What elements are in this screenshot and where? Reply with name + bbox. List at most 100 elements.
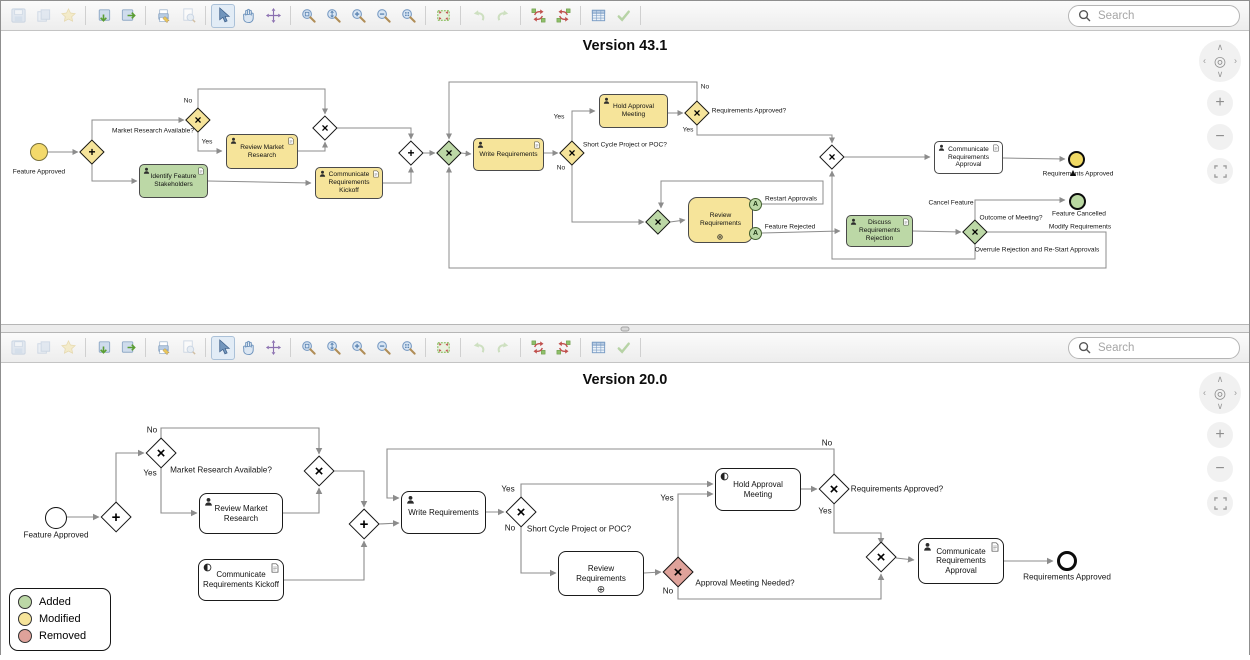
favorites-button[interactable]: [56, 336, 80, 360]
pan-tool-button[interactable]: [236, 336, 260, 360]
zoom-in-tool-button[interactable]: [346, 336, 370, 360]
gateway-short-cycle[interactable]: ×: [505, 496, 537, 528]
task-write-requirements[interactable]: Write Requirements: [401, 491, 486, 534]
table-view-button[interactable]: [586, 336, 610, 360]
subprocess-review-requirements[interactable]: Review Requirements: [688, 197, 753, 243]
start-event-feature-approved[interactable]: [30, 143, 48, 161]
gateway-market-research-available[interactable]: ×: [145, 437, 177, 469]
fit-screen-button[interactable]: [1207, 158, 1233, 184]
zoom-region-button[interactable]: [296, 336, 320, 360]
task-write-requirements[interactable]: Write Requirements: [473, 138, 544, 171]
parallel-gateway-join[interactable]: +: [348, 508, 380, 540]
task-hold-approval-meeting[interactable]: Hold Approval Meeting: [599, 94, 668, 128]
search-input[interactable]: [1096, 8, 1230, 23]
gateway-market-research-available[interactable]: ×: [185, 107, 211, 133]
print-preview-button[interactable]: [176, 336, 200, 360]
diagram-canvas-top[interactable]: Version 43.1: [1, 31, 1249, 324]
import-button[interactable]: [91, 4, 115, 28]
end-event-requirements-approved[interactable]: [1068, 151, 1085, 176]
parallel-gateway-join[interactable]: +: [398, 140, 424, 166]
boundary-event-restart-approvals[interactable]: A: [749, 198, 762, 211]
zoom-fit-height-button[interactable]: [321, 336, 345, 360]
zoom-in-canvas-button[interactable]: +: [1207, 90, 1233, 116]
print-preview-button[interactable]: [176, 4, 200, 28]
gateway-review-merge[interactable]: ×: [645, 209, 671, 235]
move-tool-button[interactable]: [261, 336, 285, 360]
task-communicate-requirements-kickoff[interactable]: Communicate Requirements Kickoff: [198, 559, 284, 601]
gateway-market-merge[interactable]: ×: [312, 115, 338, 141]
boundary-event-feature-rejected[interactable]: A: [749, 227, 762, 240]
search-box[interactable]: [1068, 4, 1240, 27]
zoom-in-canvas-button[interactable]: +: [1207, 422, 1233, 448]
save-button[interactable]: [6, 4, 30, 28]
export-button[interactable]: [116, 4, 140, 28]
copy-button[interactable]: [31, 4, 55, 28]
end-event-feature-cancelled[interactable]: [1069, 193, 1086, 210]
gateway-market-merge[interactable]: ×: [303, 455, 335, 487]
pan-down-icon[interactable]: ∨: [1216, 69, 1224, 79]
task-review-market-research[interactable]: Review Market Research: [226, 134, 298, 169]
parallel-gateway-split[interactable]: +: [79, 139, 105, 165]
gateway-requirements-approved[interactable]: ×: [684, 100, 710, 126]
undo-button[interactable]: [466, 336, 490, 360]
undo-button[interactable]: [466, 4, 490, 28]
zoom-out-tool-button[interactable]: [371, 336, 395, 360]
search-input[interactable]: [1096, 340, 1230, 355]
export-button[interactable]: [116, 336, 140, 360]
task-identify-feature-stakeholders[interactable]: Identify Feature Stakeholders: [139, 164, 208, 198]
redo-button[interactable]: [491, 336, 515, 360]
redo-button[interactable]: [491, 4, 515, 28]
search-box[interactable]: [1068, 336, 1240, 359]
copy-button[interactable]: [31, 336, 55, 360]
zoom-out-tool-button[interactable]: [371, 4, 395, 28]
pan-left-icon[interactable]: ‹: [1203, 387, 1206, 398]
table-view-button[interactable]: [586, 4, 610, 28]
print-button[interactable]: [151, 4, 175, 28]
pan-tool-button[interactable]: [236, 4, 260, 28]
zoom-in-tool-button[interactable]: [346, 4, 370, 28]
validate-button[interactable]: [611, 336, 635, 360]
pan-up-icon[interactable]: ∧: [1216, 42, 1224, 52]
save-button[interactable]: [6, 336, 30, 360]
gateway-approval-meeting-needed[interactable]: ×: [662, 556, 694, 588]
center-view-icon[interactable]: ◎: [1213, 385, 1227, 401]
pan-left-icon[interactable]: ‹: [1203, 55, 1206, 66]
zoom-fit-height-button[interactable]: [321, 4, 345, 28]
favorites-button[interactable]: [56, 4, 80, 28]
pan-down-icon[interactable]: ∨: [1216, 401, 1224, 411]
pan-pad-control[interactable]: ∧ ∨ ‹ › ◎: [1199, 40, 1241, 82]
pan-pad-control[interactable]: ∧ ∨ ‹ › ◎: [1199, 372, 1241, 414]
start-event-feature-approved[interactable]: [45, 507, 67, 529]
gateway-approval-merge[interactable]: ×: [819, 144, 845, 170]
fit-screen-button[interactable]: [1207, 490, 1233, 516]
gateway-short-cycle[interactable]: ×: [559, 140, 585, 166]
gateway-rework-merge[interactable]: ×: [436, 140, 462, 166]
fit-window-button[interactable]: [431, 4, 455, 28]
panel-splitter[interactable]: [1, 324, 1249, 333]
task-communicate-requirements-approval[interactable]: Communicate Requirements Approval: [918, 538, 1004, 584]
rearrange-layout-button[interactable]: [551, 4, 575, 28]
parallel-gateway-split[interactable]: +: [100, 501, 132, 533]
rearrange-layout-button[interactable]: [551, 336, 575, 360]
gateway-requirements-approved[interactable]: ×: [818, 473, 850, 505]
zoom-out-canvas-button[interactable]: −: [1207, 456, 1233, 482]
gateway-outcome-of-meeting[interactable]: ×: [962, 219, 988, 245]
center-view-icon[interactable]: ◎: [1213, 53, 1227, 69]
end-event-requirements-approved[interactable]: [1057, 551, 1077, 571]
splitter-handle-icon[interactable]: [620, 326, 630, 331]
select-tool-button[interactable]: [211, 3, 235, 28]
pan-right-icon[interactable]: ›: [1234, 387, 1237, 398]
auto-layout-button[interactable]: [526, 336, 550, 360]
print-button[interactable]: [151, 336, 175, 360]
select-tool-button[interactable]: [211, 335, 235, 360]
pan-up-icon[interactable]: ∧: [1216, 374, 1224, 384]
task-communicate-requirements-kickoff[interactable]: Communicate Requirements Kickoff: [315, 167, 383, 199]
import-button[interactable]: [91, 336, 115, 360]
task-hold-approval-meeting[interactable]: Hold Approval Meeting: [715, 468, 801, 511]
diagram-canvas-bottom[interactable]: Version 20.0 Feature Approved +: [1, 363, 1249, 660]
zoom-region-button[interactable]: [296, 4, 320, 28]
validate-button[interactable]: [611, 4, 635, 28]
task-discuss-requirements-rejection[interactable]: Discuss Requirements Rejection: [846, 215, 913, 247]
fit-window-button[interactable]: [431, 336, 455, 360]
zoom-reset-button[interactable]: [396, 4, 420, 28]
